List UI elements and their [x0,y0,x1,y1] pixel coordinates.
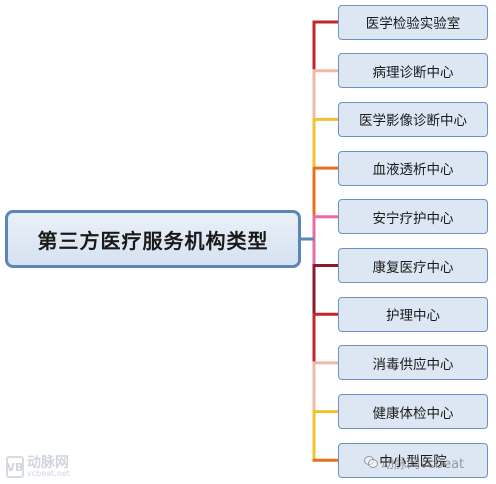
branch-node-label: 医学检验实验室 [365,16,461,32]
wechat-account: 动脉网vcbeat [381,456,465,472]
branch-node[interactable]: 康复医疗中心 [338,248,488,283]
wechat-watermark: 动脉网vcbeat [364,453,465,472]
root-node-label: 第三方医疗服务机构类型 [37,228,269,253]
branch-node[interactable]: 安宁疗护中心 [338,199,488,235]
branch-node[interactable]: 护理中心 [338,296,488,332]
branch-node[interactable]: 医学影像诊断中心 [338,101,488,137]
vb-logo-icon: VB [6,456,24,478]
watermark-url: vcbeat.net [27,469,70,478]
branch-node-label: 健康体检中心 [372,405,454,422]
branch-node-label: 医学影像诊断中心 [359,113,467,130]
branch-node-label: 消毒供应中心 [372,356,454,373]
branch-node[interactable]: 血液透析中心 [338,150,488,186]
watermark-logo: VB 动脉网 vcbeat.net [6,452,76,482]
watermark-brand: 动脉网 [27,455,69,471]
branch-node[interactable]: 医学检验实验室 [338,4,488,40]
root-node[interactable]: 第三方医疗服务机构类型 [5,210,301,268]
branch-node[interactable]: 消毒供应中心 [338,345,488,381]
branch-node[interactable]: 中小型医院 [338,442,488,478]
branch-node[interactable]: 病理诊断中心 [338,53,488,89]
branch-node-label: 安宁疗护中心 [372,210,454,227]
branch-node-label: 护理中心 [386,308,440,325]
branch-node-label: 病理诊断中心 [372,64,454,81]
branch-node-label: 血液透析中心 [372,162,454,179]
branch-node-label: 中小型医院 [379,454,447,471]
branch-node[interactable]: 健康体检中心 [338,394,488,430]
wechat-icon [364,456,378,468]
branch-node-label: 康复医疗中心 [372,259,454,276]
